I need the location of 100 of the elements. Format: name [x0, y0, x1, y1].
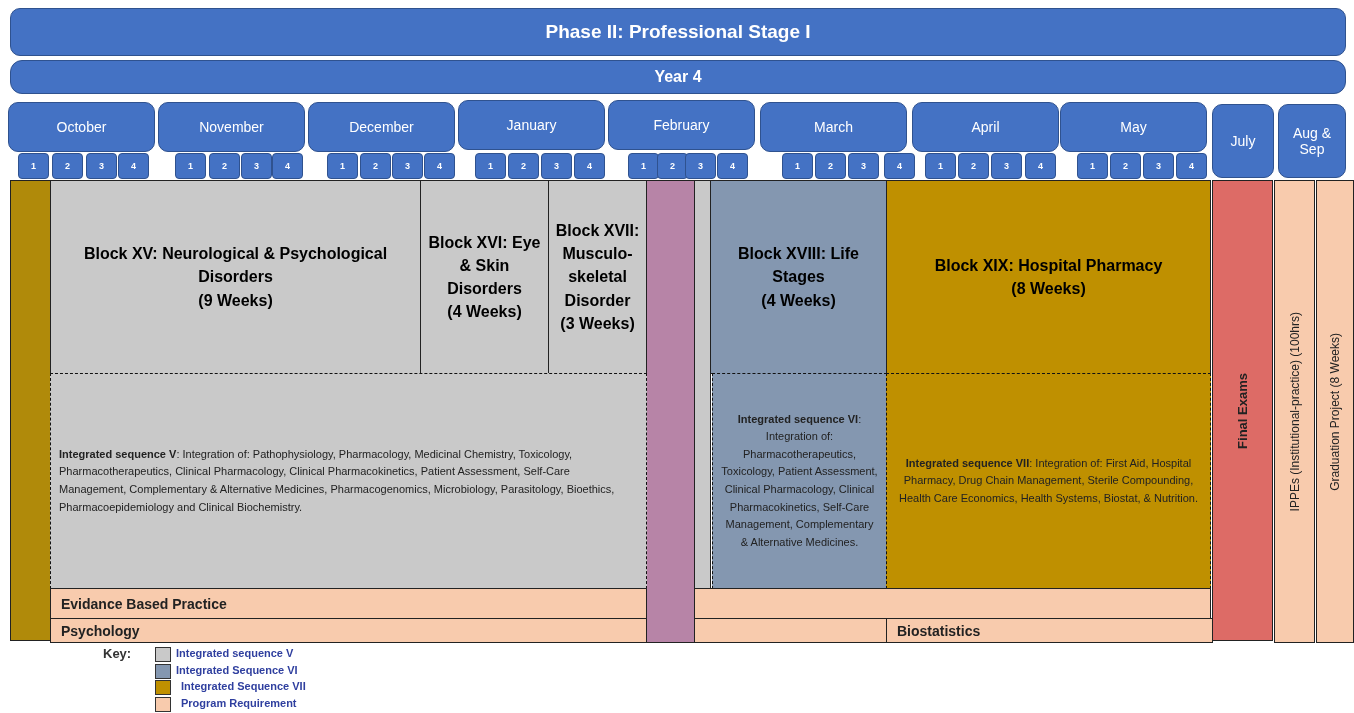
exam-bar — [1212, 180, 1273, 641]
project-bar — [1316, 180, 1354, 643]
year-label: Year 4 — [654, 68, 702, 86]
week-number: 2 — [222, 161, 227, 171]
week-number: 3 — [861, 161, 866, 171]
color-bar — [10, 180, 51, 641]
placement-label: IPPEs (Institutional-practice) (100hrs) — [1287, 311, 1302, 512]
sequence-description: Integrated sequence VI: Integration of: Pharmacotherapeutics, Toxicology, Patient Assessment, Clinical Pharmacology, Clinical Pharmacokinetics, Self-Care Management, Complementary & Alternative Medicines. — [721, 411, 878, 550]
course-label: Evidance Based Practice — [61, 595, 227, 612]
week-number: 1 — [1090, 161, 1095, 171]
month-tab — [1278, 104, 1346, 178]
week-number: 3 — [698, 161, 703, 171]
week-number: 2 — [65, 161, 70, 171]
legend-label: Integrated Sequence VI — [176, 663, 298, 676]
block-title: Block XVIII: Life Stages — [737, 244, 860, 288]
week-number: 4 — [587, 161, 592, 171]
week-tab — [1110, 153, 1141, 179]
week-tab — [392, 153, 423, 179]
month-label: November — [199, 119, 264, 135]
week-tab — [1176, 153, 1207, 179]
sequence-box — [886, 373, 1211, 589]
week-number: 2 — [521, 161, 526, 171]
week-tab — [18, 153, 49, 179]
legend-label: Integrated Sequence VII — [181, 680, 306, 692]
week-tab — [1025, 153, 1056, 179]
sequence-box — [50, 373, 647, 589]
color-bar — [694, 180, 711, 589]
week-tab — [1143, 153, 1174, 179]
month-tab — [1060, 102, 1207, 152]
key-label: Key: — [103, 646, 132, 661]
week-number: 3 — [405, 161, 410, 171]
week-tab — [209, 153, 240, 179]
week-number: 4 — [131, 161, 136, 171]
week-number: 4 — [437, 161, 442, 171]
week-number: 2 — [373, 161, 378, 171]
week-tab — [508, 153, 539, 179]
week-number: 1 — [795, 161, 800, 171]
week-tab — [685, 153, 716, 179]
week-tab — [782, 153, 813, 179]
week-tab — [628, 153, 659, 179]
week-number: 3 — [1156, 161, 1161, 171]
legend-label: Program Requirement — [181, 696, 297, 709]
week-number: 2 — [1123, 161, 1128, 171]
block-box — [710, 180, 887, 374]
week-number: 3 — [254, 161, 259, 171]
week-tab — [541, 153, 572, 179]
week-tab — [657, 153, 688, 179]
month-label: February — [653, 117, 710, 133]
month-label: December — [349, 119, 414, 135]
week-tab — [884, 153, 915, 179]
course-bar — [694, 588, 1211, 619]
placement-bar — [1274, 180, 1315, 643]
month-tab — [608, 100, 755, 150]
month-label: March — [814, 119, 853, 135]
block-box — [548, 180, 647, 374]
week-tab — [272, 153, 303, 179]
block-duration: (4 Weeks) — [761, 290, 836, 311]
course-label: Biostatistics — [897, 622, 981, 639]
block-duration: (8 Weeks) — [1011, 279, 1086, 299]
block-duration: (4 Weeks) — [447, 302, 522, 323]
sequence-box — [712, 373, 887, 589]
week-number: 3 — [99, 161, 104, 171]
week-tab — [118, 153, 149, 179]
week-number: 4 — [730, 161, 735, 171]
month-label: July — [1230, 133, 1256, 149]
year-band — [10, 60, 1346, 94]
color-bar — [646, 180, 695, 643]
title-band — [10, 8, 1346, 56]
week-number: 1 — [641, 161, 646, 171]
month-label: April — [971, 119, 1000, 135]
month-tab — [760, 102, 907, 152]
week-number: 3 — [1004, 161, 1009, 171]
month-tab — [308, 102, 455, 152]
block-box — [50, 180, 421, 374]
month-label: May — [1120, 119, 1147, 135]
week-number: 4 — [897, 161, 902, 171]
block-title: Block XVII: Musculo-skeletal Disorder — [554, 221, 641, 311]
week-number: 1 — [488, 161, 493, 171]
course-bar — [886, 618, 1213, 643]
block-box — [420, 180, 549, 374]
block-title: Block XV: Neurological & Psychological Disorders — [82, 244, 389, 288]
week-number: 4 — [1189, 161, 1194, 171]
month-label: October — [56, 119, 107, 135]
month-tab — [912, 102, 1059, 152]
week-tab — [475, 153, 506, 179]
month-label: Aug & Sep — [1291, 125, 1333, 157]
week-number: 2 — [670, 161, 675, 171]
block-duration: (9 Weeks) — [198, 290, 273, 311]
course-label: Psychology — [61, 622, 140, 639]
week-number: 1 — [188, 161, 193, 171]
week-tab — [241, 153, 272, 179]
week-number: 2 — [828, 161, 833, 171]
month-label: January — [506, 117, 557, 133]
week-tab — [1077, 153, 1108, 179]
week-tab — [848, 153, 879, 179]
project-label: Graduation Project (8 Weeks) — [1328, 332, 1342, 491]
course-bar — [694, 618, 887, 643]
week-tab — [574, 153, 605, 179]
block-box — [886, 180, 1211, 374]
block-duration: (3 Weeks) — [560, 313, 635, 334]
